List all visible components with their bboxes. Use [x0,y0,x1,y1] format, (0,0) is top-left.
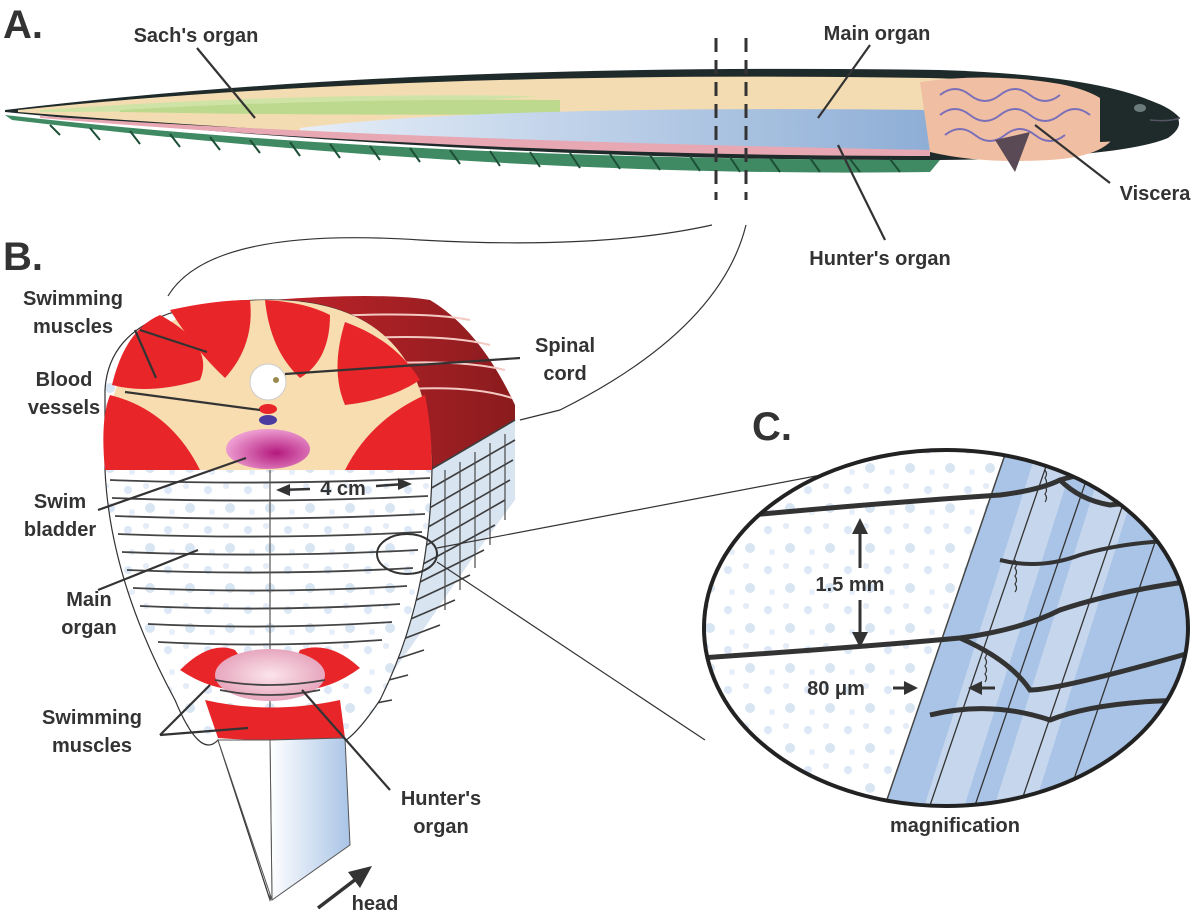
electroplate-lower [704,577,1188,661]
leader-swimming-muscles-1 [133,329,158,379]
label-hunters-organ-b-line2: organ [413,816,469,838]
label-main-organ-b-line1: Main [66,589,112,611]
muscle-lobe-2 [112,315,204,389]
label-hunters-organ-b-line1: Hunter's [401,788,481,810]
swim-bladder [226,429,310,469]
hunters-organ-section [215,649,325,701]
eel-body [5,68,1181,173]
muscle-lobe-4 [265,300,330,378]
label-blood-vessels-line1: Blood [36,369,93,391]
label-swimming-muscles-top-line2: muscles [33,316,113,338]
connector-line-2 [519,224,747,421]
label-magnification: magnification [890,815,1020,837]
thickness-arrows [893,681,995,695]
label-sachs-organ: Sach's organ [134,25,259,47]
section-markers [714,38,748,200]
blood-vessel-artery [259,404,277,414]
magnified-region-marker [376,533,438,575]
leader-spinal-cord [284,356,521,376]
label-blood-vessels-line2: vessels [28,397,100,419]
anal-fin [5,115,940,173]
panel-label-c: C. [752,405,792,449]
viscera-region [920,77,1119,161]
magnifier-line-bottom [436,561,706,741]
pectoral-fin [995,132,1030,172]
leader-swimming-muscles-bottom-2 [159,726,249,737]
label-main-organ-a: Main organ [824,23,931,45]
width-arrow [276,478,412,496]
label-thickness-80um: 80 μm [807,678,865,700]
label-spinal-cord-line2: cord [543,363,586,385]
connector-line-1 [167,224,713,297]
leader-sachs-organ [196,47,256,119]
label-swimming-muscles-top-line1: Swimming [23,288,123,310]
blood-vessel-vein [259,415,277,425]
eel-head [1100,92,1180,142]
label-hunters-organ-a: Hunter's organ [809,248,950,270]
head-direction-arrow [316,866,372,910]
label-head: head [352,893,399,915]
muscle-lobe-3 [170,300,251,378]
label-main-organ-b-line2: organ [61,617,117,639]
leader-blood-vessels [124,390,261,412]
cross-section [103,296,516,902]
leader-hunters-organ [837,144,886,241]
leader-main-organ-b [97,548,199,592]
bottom-muscle-center [205,700,345,740]
spinal-cord [249,363,287,401]
leader-main-organ [817,44,871,119]
panel-label-a: A. [3,3,43,47]
leader-viscera [1034,124,1111,184]
label-swim-bladder-line2: bladder [24,519,96,541]
panel-label-b: B. [3,235,43,279]
main-organ-region [300,109,930,150]
label-width-4cm: 4 cm [320,478,366,500]
muscle-lobe-6 [345,395,432,470]
label-swim-bladder-line1: Swim [34,491,86,513]
tail-wedge [269,737,351,901]
leader-hunters-organ-b [301,689,391,791]
label-spinal-cord-line1: Spinal [535,335,595,357]
label-swimming-muscles-bottom-line2: muscles [52,735,132,757]
leader-swim-bladder [97,456,247,512]
leader-swimming-muscles-bottom-1 [159,684,211,736]
spacing-arrow [852,518,868,648]
muscle-lobe-5 [337,322,420,405]
label-swimming-muscles-bottom-line1: Swimming [42,707,142,729]
muscle-lobe-1 [103,395,200,470]
label-viscera: Viscera [1120,183,1192,205]
magnification-circle [702,448,1190,808]
eel-eye [1134,104,1146,112]
label-spacing-1-5mm: 1.5 mm [816,574,885,596]
leader-swimming-muscles-2 [139,328,208,354]
